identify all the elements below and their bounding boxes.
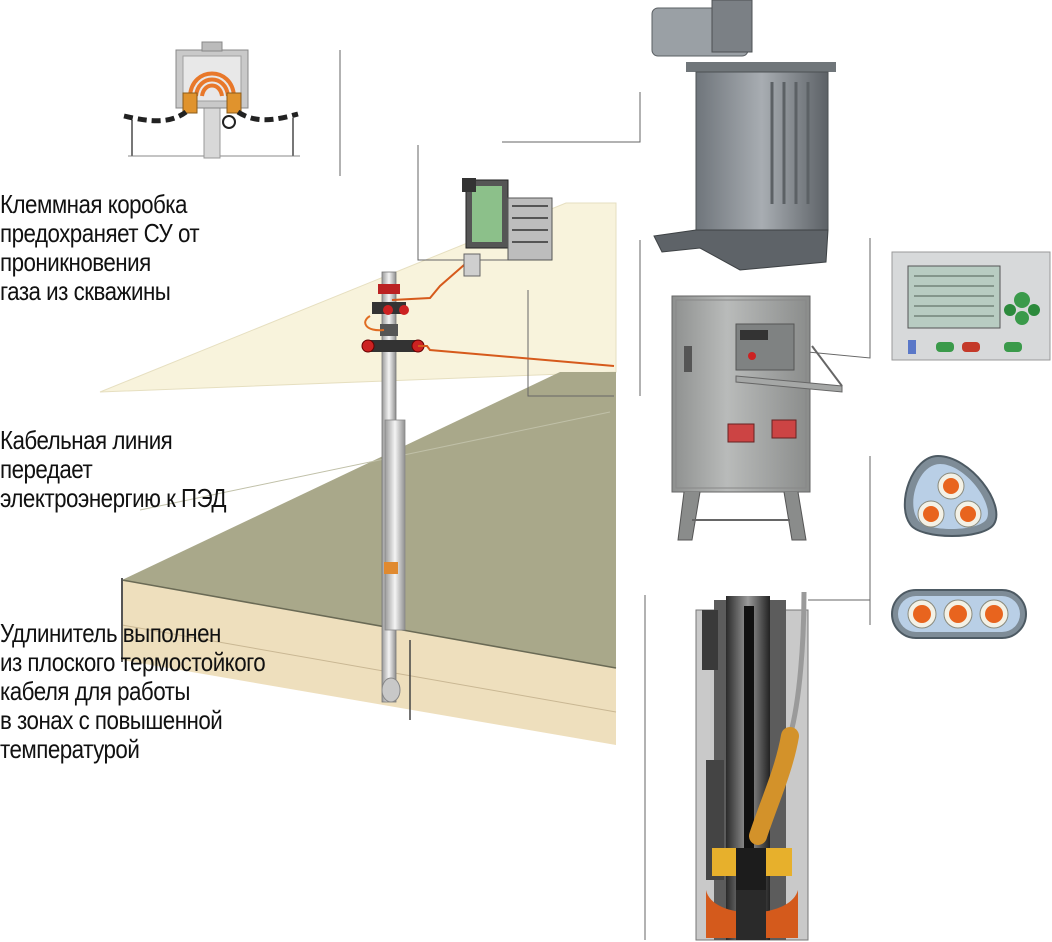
junction-box-illustration	[123, 41, 300, 159]
surface-cable	[391, 257, 615, 367]
caption-line: кабеля для работы	[0, 676, 190, 706]
ground-block	[99, 202, 617, 745]
soil-edge	[121, 579, 617, 669]
caption-cable-line: Кабельная линия передает электроэнергию …	[0, 425, 227, 513]
surface-upper-plane	[99, 202, 617, 393]
surface-lower-plane	[122, 372, 616, 668]
controller-panel-illustration	[891, 251, 1051, 361]
caption-line: газа из скважины	[0, 276, 171, 306]
caption-line: в зонах с повышенной	[0, 705, 223, 735]
caption-extension-cable: Удлинитель выполнен из плоского термосто…	[0, 618, 266, 764]
surface-control-unit	[462, 178, 553, 277]
caption-line: предохраняет СУ от	[0, 218, 200, 248]
caption-line: Удлинитель выполнен	[0, 618, 221, 648]
soil-boundary	[121, 624, 617, 713]
wellhead-assembly	[361, 271, 425, 720]
caption-line: Клеммная коробка	[0, 189, 187, 219]
transformer-illustration	[651, 0, 836, 271]
caption-line: электроэнергию к ПЭД	[0, 483, 227, 513]
caption-line: передает	[0, 454, 93, 484]
downhole-motor-cutaway	[695, 591, 809, 941]
pump-joint	[384, 562, 398, 574]
round-cable-cross-section	[903, 454, 998, 537]
caption-junction-box: Клеммная коробка предохраняет СУ от прон…	[0, 189, 200, 306]
caption-line: проникновения	[0, 247, 151, 277]
flat-cable-cross-section	[891, 589, 1027, 639]
caption-line: из плоского термостойкого	[0, 647, 266, 677]
pump-bottom	[381, 677, 401, 703]
casing-outer	[384, 419, 406, 631]
guide-lines	[339, 50, 871, 940]
caption-line: температурой	[0, 734, 140, 764]
caption-line: Кабельная линия	[0, 425, 173, 455]
soil-layer	[122, 580, 616, 745]
surface-curve	[139, 411, 611, 511]
control-station-cabinet	[671, 295, 843, 541]
